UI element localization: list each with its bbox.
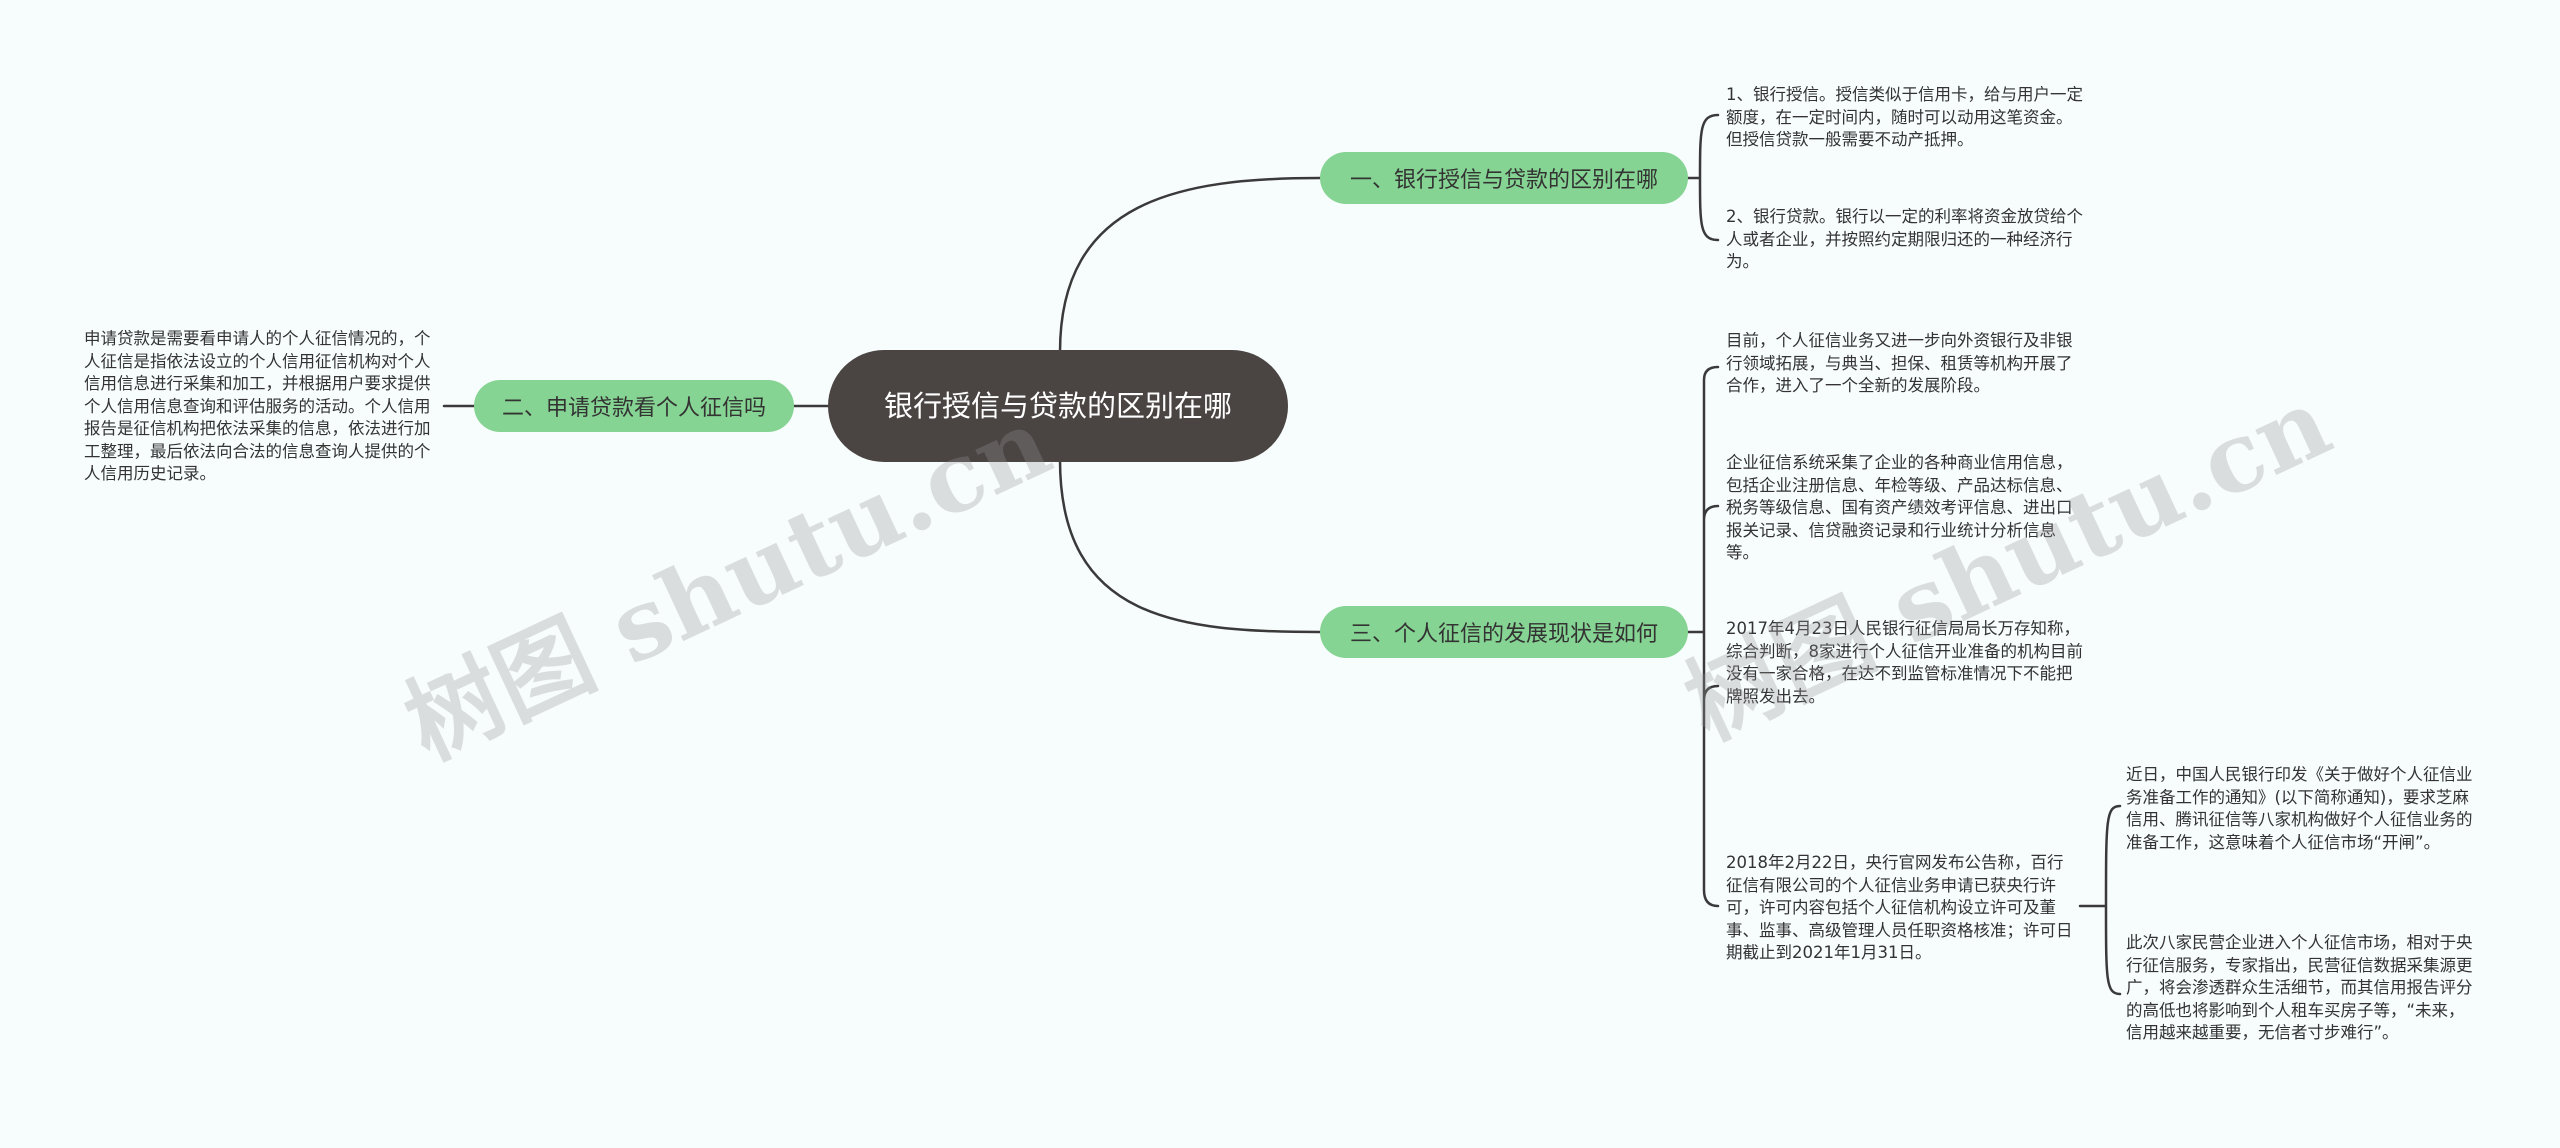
branch-credit-status[interactable]: 三、个人征信的发展现状是如何 (1320, 606, 1688, 658)
leaf-bank-loan: 2、银行贷款。银行以一定的利率将资金放贷给个人或者企业，并按照约定期限归还的一种… (1726, 207, 2083, 271)
connector-root-b3 (1058, 458, 1322, 634)
central-topic-text: 银行授信与贷款的区别在哪 (883, 389, 1232, 423)
branch-label: 二、申请贷款看个人征信吗 (501, 396, 766, 421)
central-topic[interactable]: 银行授信与贷款的区别在哪 (828, 350, 1288, 462)
leaf-private-credit: 此次八家民营企业进入个人征信市场，相对于央行征信服务，专家指出，民营征信数据采集… (2126, 933, 2473, 1042)
connector-b3-bracket (1686, 365, 1720, 908)
connector-l4-sub (2078, 804, 2122, 996)
branch-bank-credit-vs-loan[interactable]: 一、银行授信与贷款的区别在哪 (1320, 152, 1688, 204)
branch-label: 一、银行授信与贷款的区别在哪 (1349, 168, 1658, 193)
leaf-bank-credit: 1、银行授信。授信类似于信用卡，给与用户一定额度，在一定时间内，随时可以动用这笔… (1726, 85, 2083, 149)
branch-label: 三、个人征信的发展现状是如何 (1349, 622, 1658, 647)
leaf-credit-expansion: 目前，个人征信业务又进一步向外资银行及非银行领域拓展，与典当、担保、租赁等机构开… (1726, 331, 2073, 395)
connector-root-b1 (1058, 176, 1322, 354)
leaf-2017-statement: 2017年4月23日人民银行征信局局长万存知称，综合判断，8家进行个人征信开业准… (1726, 619, 2083, 706)
connector-b1-bracket (1686, 113, 1720, 242)
leaf-pboc-notice: 近日，中国人民银行印发《关于做好个人征信业务准备工作的通知》(以下简称通知)，要… (2126, 765, 2473, 852)
leaf-enterprise-credit: 企业征信系统采集了企业的各种商业信用信息，包括企业注册信息、年检等级、产品达标信… (1726, 453, 2073, 562)
leaf-2018-license: 2018年2月22日，央行官网发布公告称，百行征信有限公司的个人征信业务申请已获… (1726, 853, 2073, 962)
branch-loan-credit-check[interactable]: 二、申请贷款看个人征信吗 (474, 380, 794, 432)
leaf-loan-credit-check: 申请贷款是需要看申请人的个人征信情况的，个人征信是指依法设立的个人信用征信机构对… (84, 329, 431, 483)
